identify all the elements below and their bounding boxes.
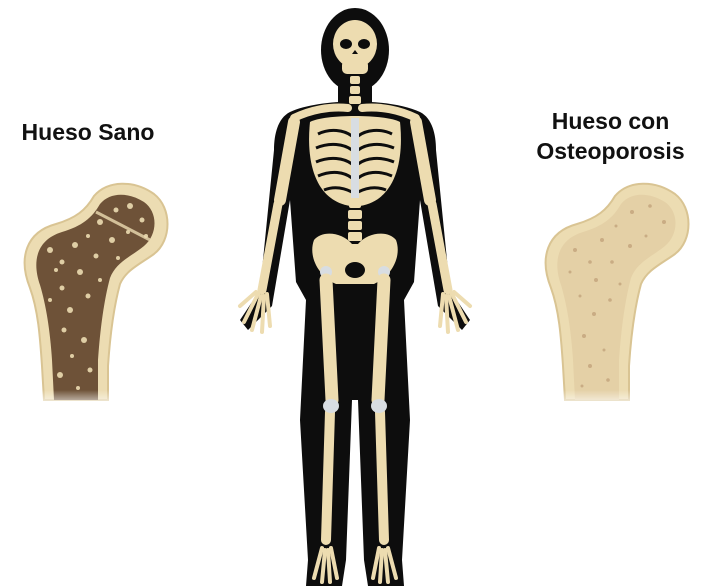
healthy-femur-icon (20, 180, 180, 410)
osteoporotic-femur-icon (540, 180, 701, 410)
body-silhouette (240, 8, 470, 586)
knees (323, 399, 387, 413)
human-skeleton-icon (240, 8, 470, 586)
